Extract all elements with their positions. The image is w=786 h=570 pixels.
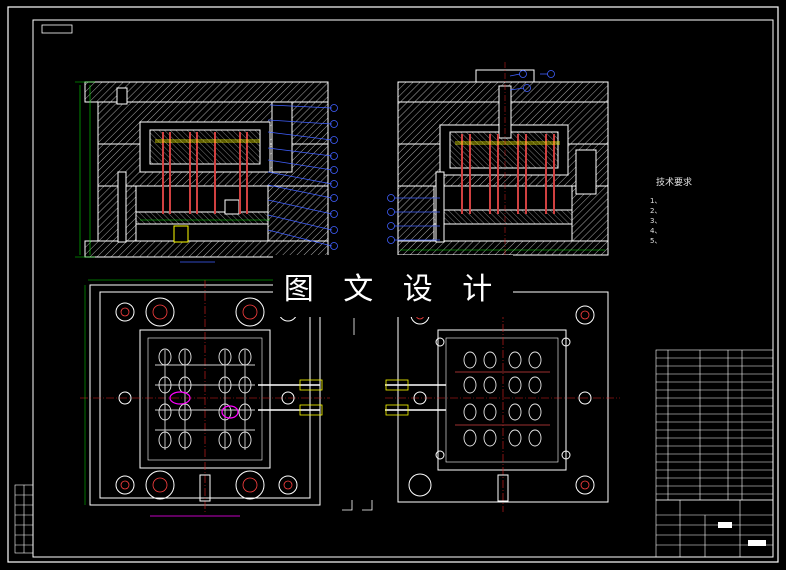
plan-view-right (385, 285, 620, 512)
section-view-left (75, 81, 329, 263)
view-markers (342, 318, 373, 511)
note-line: 2、 (650, 207, 662, 215)
note-line: 4、 (650, 227, 662, 235)
left-edge-block (14, 484, 34, 554)
inner-frame (32, 19, 774, 558)
technical-notes: 技术要求 1、 2、 3、 4、 5、 (650, 178, 770, 246)
plan-view-left (80, 279, 330, 517)
corner-label-box (41, 24, 73, 34)
outer-frame (7, 6, 779, 563)
bill-of-materials (655, 349, 774, 501)
notes-title: 技术要求 (656, 178, 693, 188)
note-line: 1、 (650, 197, 662, 205)
note-line: 5、 (650, 237, 662, 245)
section-view-right (397, 62, 609, 256)
balloons-right (387, 70, 555, 244)
note-line: 3、 (650, 217, 662, 225)
watermark-banner: 图 文 设 计 (273, 255, 513, 317)
title-block (655, 499, 774, 558)
balloons-left (267, 104, 338, 250)
